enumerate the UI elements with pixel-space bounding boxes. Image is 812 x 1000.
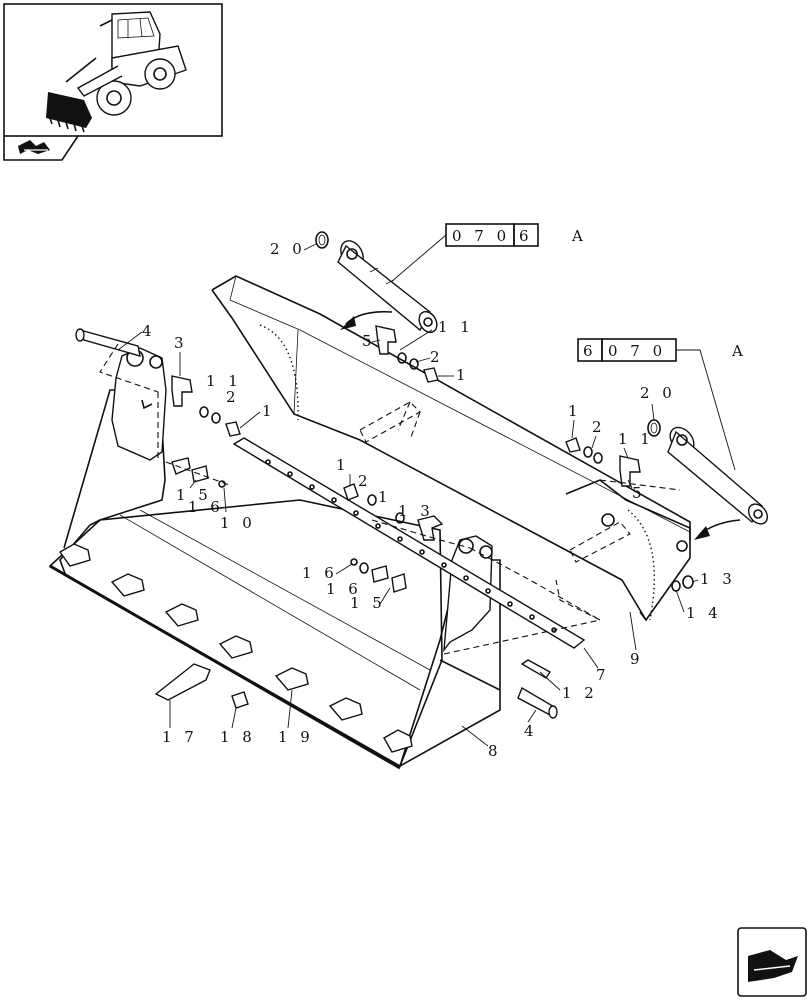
- callout-1b: 1: [336, 456, 350, 474]
- svg-text:0 7 0: 0 7 0: [452, 227, 510, 245]
- reference-box-1[interactable]: 0 7 0 6 A: [383, 223, 587, 289]
- svg-text:6: 6: [519, 227, 533, 245]
- assembly-guides: [99, 343, 681, 655]
- callout-1c: 1: [378, 488, 392, 506]
- callout-4b: 4: [524, 722, 538, 740]
- bucket-teeth: [58, 543, 413, 753]
- callout-8: 8: [488, 742, 502, 760]
- callout-2b: 2: [358, 472, 372, 490]
- reference-box-2[interactable]: 6 0 7 0 A: [577, 338, 747, 471]
- callout-2d: 2: [592, 418, 606, 436]
- callout-4a: 4: [142, 322, 156, 340]
- callout-11c: 1 1: [618, 430, 654, 448]
- svg-text:0 7 0: 0 7 0: [608, 342, 666, 360]
- hardware-parts: [75, 231, 694, 719]
- callout-13b: 1 3: [700, 570, 736, 588]
- bucket-assembly: [48, 275, 691, 770]
- callout-9: 9: [630, 650, 644, 668]
- machine-thumbnail: [3, 3, 223, 161]
- callout-11b: 1 1: [438, 318, 474, 336]
- callout-14: 1 4: [686, 604, 722, 622]
- callout-15a: 1 5: [176, 486, 212, 504]
- svg-text:A: A: [731, 342, 747, 360]
- callout-13a: 1 3: [398, 502, 434, 520]
- svg-text:A: A: [571, 227, 587, 245]
- callout-20a: 2 0: [270, 240, 306, 258]
- callout-16b: 1 6: [302, 564, 338, 582]
- callout-3: 3: [174, 334, 188, 352]
- callout-12: 1 2: [562, 684, 598, 702]
- callout-7: 7: [596, 666, 610, 684]
- callout-1a: 1: [262, 402, 276, 420]
- callout-16c: 1 6: [326, 580, 362, 598]
- callout-18: 1 8: [220, 728, 256, 746]
- cylinder-right: [667, 426, 769, 525]
- callout-19: 1 9: [278, 728, 314, 746]
- callout-labels: 2 0 4 3 1 1 2 1 1 5 1 6 1 0 1 2 1 1 3 5 …: [117, 240, 736, 760]
- callout-20b: 2 0: [640, 384, 676, 402]
- callout-5b: 5: [632, 484, 646, 502]
- wheel-loader-thumbnail-icon: [46, 11, 187, 133]
- cylinder-left: [337, 240, 438, 334]
- prev-page-arrow-icon[interactable]: [18, 140, 50, 154]
- callout-2c: 2: [430, 348, 444, 366]
- next-page-arrow-icon[interactable]: [737, 927, 807, 997]
- callout-1e: 1: [568, 402, 582, 420]
- wear-strip: [232, 437, 586, 649]
- callout-1d: 1: [456, 366, 470, 384]
- callout-16a: 1 6: [188, 498, 224, 516]
- callout-10: 1 0: [220, 514, 256, 532]
- callout-5a: 5: [362, 332, 376, 350]
- callout-2a: 2: [226, 388, 240, 406]
- callout-11a: 1 1: [206, 372, 242, 390]
- svg-text:6: 6: [583, 342, 597, 360]
- callout-15b: 1 5: [350, 594, 386, 612]
- callout-17: 1 7: [162, 728, 198, 746]
